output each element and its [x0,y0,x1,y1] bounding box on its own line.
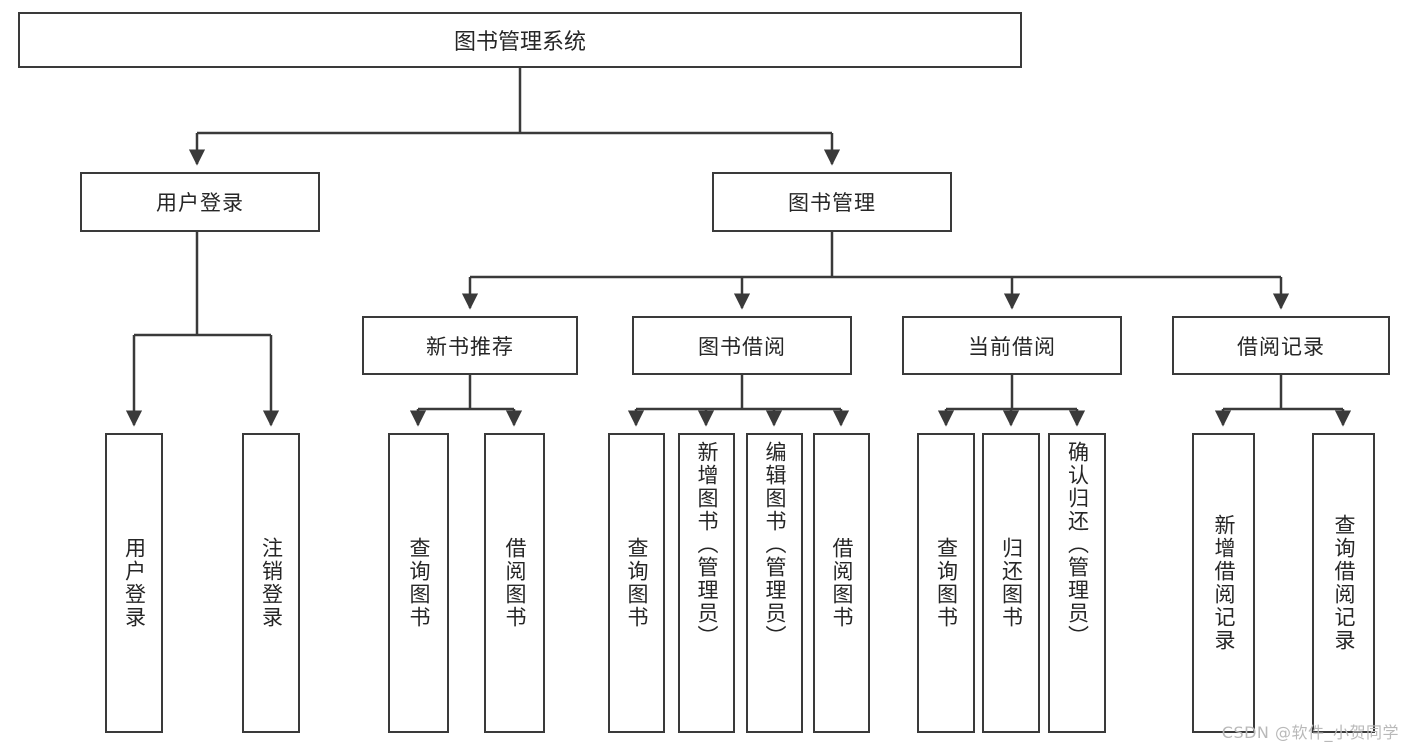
node-root-label: 图书管理系统 [453,30,586,55]
node-user-login[interactable]: 用户登录 [80,172,320,232]
leaf-label: 新增图书（管理员） [694,441,719,648]
node-book-management[interactable]: 图书管理 [712,172,952,232]
leaf-label: 查询借阅记录 [1331,514,1356,652]
leaf-current-borrow-confirm[interactable]: 确认归还（管理员） [1048,433,1106,733]
leaf-label: 确认归还（管理员） [1065,441,1090,648]
node-book-borrow[interactable]: 图书借阅 [632,316,852,375]
leaf-user-login-login[interactable]: 用户登录 [105,433,163,733]
leaf-label: 用户登录 [122,537,147,629]
node-new-book-recommend-label: 新书推荐 [426,334,514,359]
leaf-current-borrow-return[interactable]: 归还图书 [982,433,1040,733]
leaf-label: 注销登录 [259,537,284,629]
node-borrow-record[interactable]: 借阅记录 [1172,316,1390,375]
leaf-label: 查询图书 [406,537,431,629]
leaf-new-book-query[interactable]: 查询图书 [388,433,449,733]
leaf-book-borrow-edit[interactable]: 编辑图书（管理员） [746,433,803,733]
leaf-label: 编辑图书（管理员） [762,441,787,648]
leaf-new-book-borrow[interactable]: 借阅图书 [484,433,545,733]
watermark: CSDN @软件_小贺同学 [1221,723,1399,742]
leaf-label: 借阅图书 [502,537,527,629]
node-book-borrow-label: 图书借阅 [698,334,786,359]
node-user-login-label: 用户登录 [156,191,244,215]
leaf-label: 查询图书 [934,537,959,629]
node-new-book-recommend[interactable]: 新书推荐 [362,316,578,375]
leaf-label: 归还图书 [999,537,1024,629]
leaf-book-borrow-add[interactable]: 新增图书（管理员） [678,433,735,733]
node-current-borrow[interactable]: 当前借阅 [902,316,1122,375]
node-book-management-label: 图书管理 [788,191,876,215]
leaf-label: 新增借阅记录 [1211,514,1236,652]
node-current-borrow-label: 当前借阅 [968,334,1056,359]
leaf-book-borrow-borrow[interactable]: 借阅图书 [813,433,870,733]
leaf-label: 查询图书 [624,537,649,629]
node-root[interactable]: 图书管理系统 [18,12,1022,68]
leaf-borrow-record-query[interactable]: 查询借阅记录 [1312,433,1375,733]
leaf-borrow-record-add[interactable]: 新增借阅记录 [1192,433,1255,733]
leaf-book-borrow-query[interactable]: 查询图书 [608,433,665,733]
leaf-current-borrow-query[interactable]: 查询图书 [917,433,975,733]
leaf-user-login-logout[interactable]: 注销登录 [242,433,300,733]
node-borrow-record-label: 借阅记录 [1237,334,1325,359]
leaf-label: 借阅图书 [829,537,854,629]
